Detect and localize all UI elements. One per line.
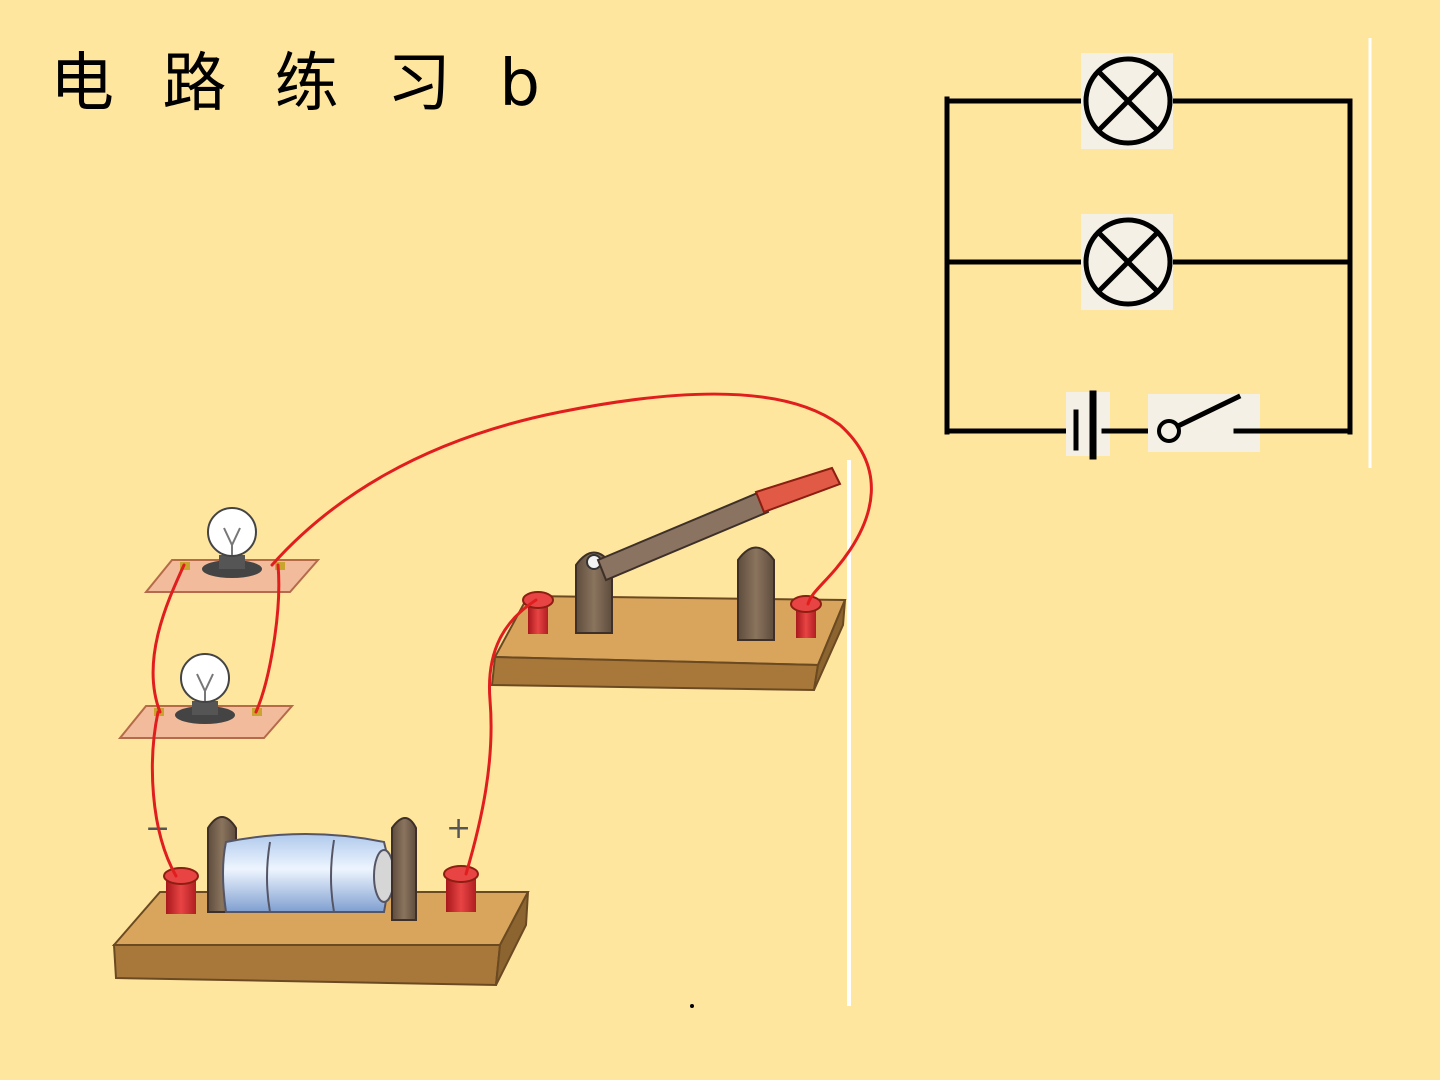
battery-terminal-plus [443,865,479,912]
battery-apparatus: − + [111,811,530,987]
wire-battery-to-switch [464,598,538,876]
circuit-diagram [944,53,1353,460]
connecting-wires [150,392,873,878]
wire-lamp1-to-lamp2-left [151,563,186,714]
wire-lamp2-to-battery [150,710,178,878]
battery-symbol [1066,390,1110,460]
lamp-holder-2 [117,653,295,739]
dot-mark [690,1004,694,1008]
wire-lamp1-to-switch [270,392,873,606]
wire-lamp1-to-lamp2-right [254,563,281,714]
switch-terminal-right [790,595,822,638]
slide-title: 电 路 练 习 b [50,47,554,121]
lamp-holder-1 [143,507,321,593]
lamp-symbol-1 [1081,53,1173,149]
lamp-symbol-2 [1081,214,1173,310]
battery-plus-label: + [446,811,471,846]
switch-symbol [1148,393,1260,452]
battery-terminal-minus [163,867,199,914]
knife-switch [490,466,847,692]
